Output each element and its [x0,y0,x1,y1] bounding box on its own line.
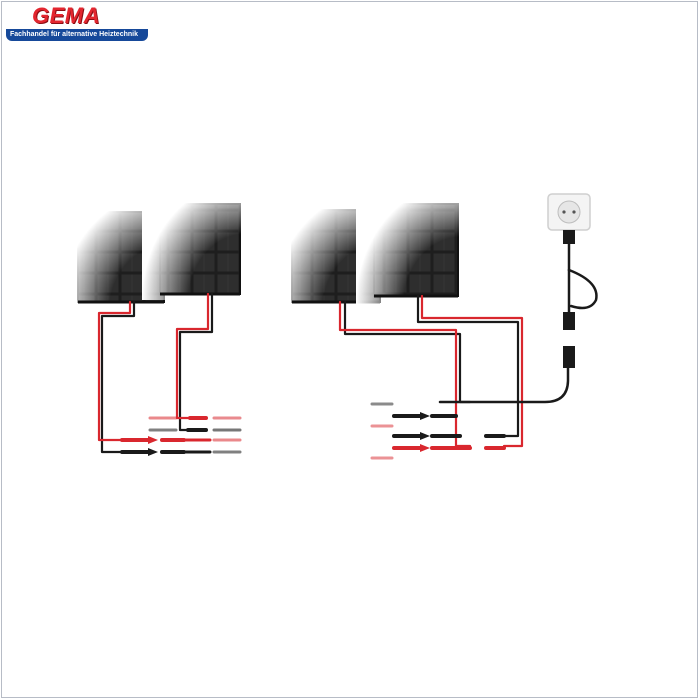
left-connectors [120,400,266,460]
logo-tagline-bar: Fachhandel für alternative Heiztechnik [6,29,148,41]
mc4-connector-icon [148,416,242,454]
mc4-connector-icon [120,436,212,444]
power-outlet-icon [547,193,591,231]
mc4-connector-icon [186,416,242,432]
right-connectors [350,396,506,466]
logo-tagline: Fachhandel für alternative Heiztechnik [10,31,138,38]
plug-cable [563,230,598,368]
mc4-connector-icon [120,448,212,456]
mc4-connector-icon [392,412,458,420]
right-cabling [338,294,570,448]
gema-logo: GEMA Fachhandel für alternative Heiztech… [6,4,148,44]
solar-panel-4 [356,182,462,304]
mc4-connector-icon [392,432,506,440]
left-cabling [97,292,214,454]
solar-panel-2 [142,180,246,300]
logo-wordmark: GEMA [32,3,100,28]
mc4-connector-icon [370,402,394,460]
mc4-connector-icon [392,444,506,452]
